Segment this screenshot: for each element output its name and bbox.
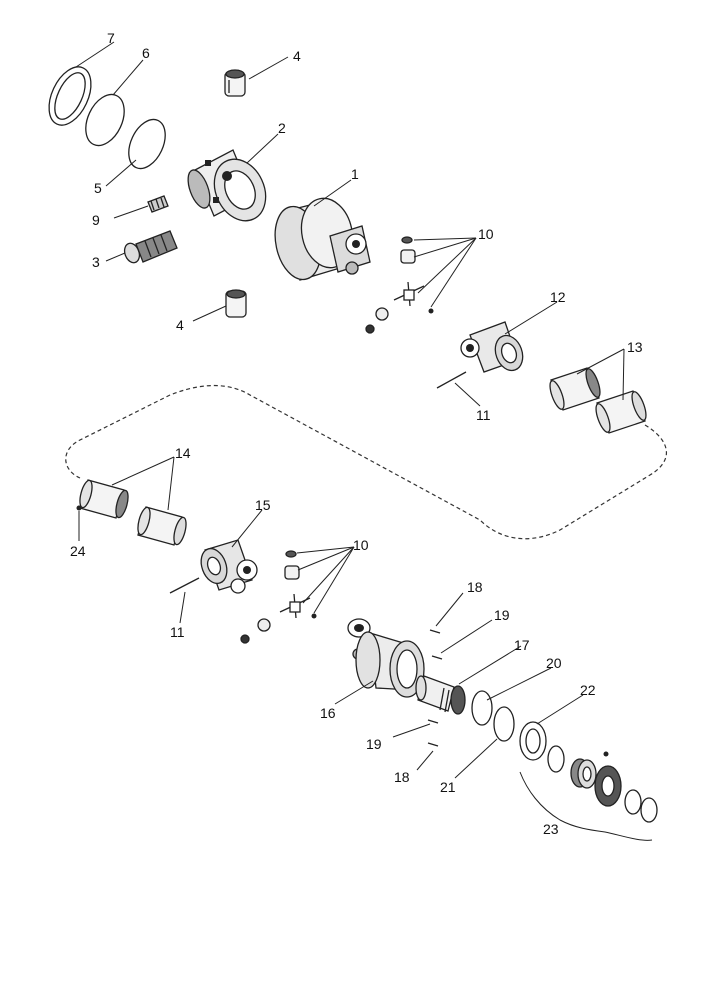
- assembly-dashed-outline: [65, 385, 668, 540]
- callout-12: 12: [550, 289, 566, 305]
- callout-4-bottom: 4: [176, 317, 184, 333]
- part-4-bottom-block: [225, 289, 247, 318]
- part-11-top-pin: [436, 371, 467, 389]
- callout-2: 2: [278, 120, 286, 136]
- part-5-ring: [128, 118, 166, 170]
- callout-22: 22: [580, 682, 596, 698]
- callout-11-top: 11: [476, 407, 491, 423]
- part-17-sleeve: [415, 675, 466, 715]
- callout-13: 13: [627, 339, 643, 355]
- callout-10-top: 10: [478, 226, 494, 242]
- callout-5: 5: [94, 180, 102, 196]
- part-21-ring: [493, 706, 515, 742]
- part-18-bottom-pin: [427, 742, 439, 747]
- callout-11-bottom: 11: [170, 624, 185, 640]
- part-3-threaded-bolt: [123, 230, 178, 264]
- part-7-snap-ring: [48, 66, 92, 126]
- part-4-top-block: [224, 69, 246, 97]
- callout-24: 24: [70, 543, 86, 559]
- part-22-toothed-ring: [519, 721, 547, 761]
- callout-19-top: 19: [494, 607, 510, 623]
- callout-3: 3: [92, 254, 100, 270]
- callout-23: 23: [543, 821, 559, 837]
- part-14-tubes: [79, 479, 187, 546]
- callout-10-bottom: 10: [353, 537, 369, 553]
- part-15-yoke: [200, 539, 258, 594]
- callout-7: 7: [107, 30, 115, 46]
- callout-14: 14: [175, 445, 191, 461]
- callout-21: 21: [440, 779, 456, 795]
- part-11-bottom-pin: [169, 577, 200, 594]
- callout-1: 1: [351, 166, 359, 182]
- part-13-tubes: [549, 367, 647, 434]
- part-10-bottom-cross-kit: [240, 550, 317, 644]
- callout-18-top: 18: [467, 579, 483, 595]
- part-20-ring: [471, 690, 493, 726]
- part-6-ring: [85, 93, 125, 147]
- callout-20: 20: [546, 655, 562, 671]
- callout-19-bottom: 19: [366, 736, 382, 752]
- part-19-bottom-pin: [427, 719, 439, 724]
- part-9-plug: [147, 195, 169, 213]
- part-2-housing: [187, 149, 267, 222]
- part-16-housing: [347, 618, 425, 698]
- part-19-top-pin: [431, 655, 443, 660]
- callout-17: 17: [514, 637, 530, 653]
- part-23-seal-kit: [547, 745, 658, 823]
- callout-16: 16: [320, 705, 336, 721]
- callout-18-bottom: 18: [394, 769, 410, 785]
- part-12-yoke: [460, 321, 524, 373]
- part-24-dot: [76, 505, 82, 511]
- callout-4-top: 4: [293, 48, 301, 64]
- leader-lines: [75, 41, 625, 779]
- part-1-bell-housing: [274, 197, 371, 281]
- part-18-top-pin: [429, 629, 441, 634]
- callout-15: 15: [255, 497, 271, 513]
- callout-9: 9: [92, 212, 100, 228]
- callout-6: 6: [142, 45, 150, 61]
- bracket-23: [519, 771, 653, 841]
- part-10-top-cross-kit: [365, 236, 434, 334]
